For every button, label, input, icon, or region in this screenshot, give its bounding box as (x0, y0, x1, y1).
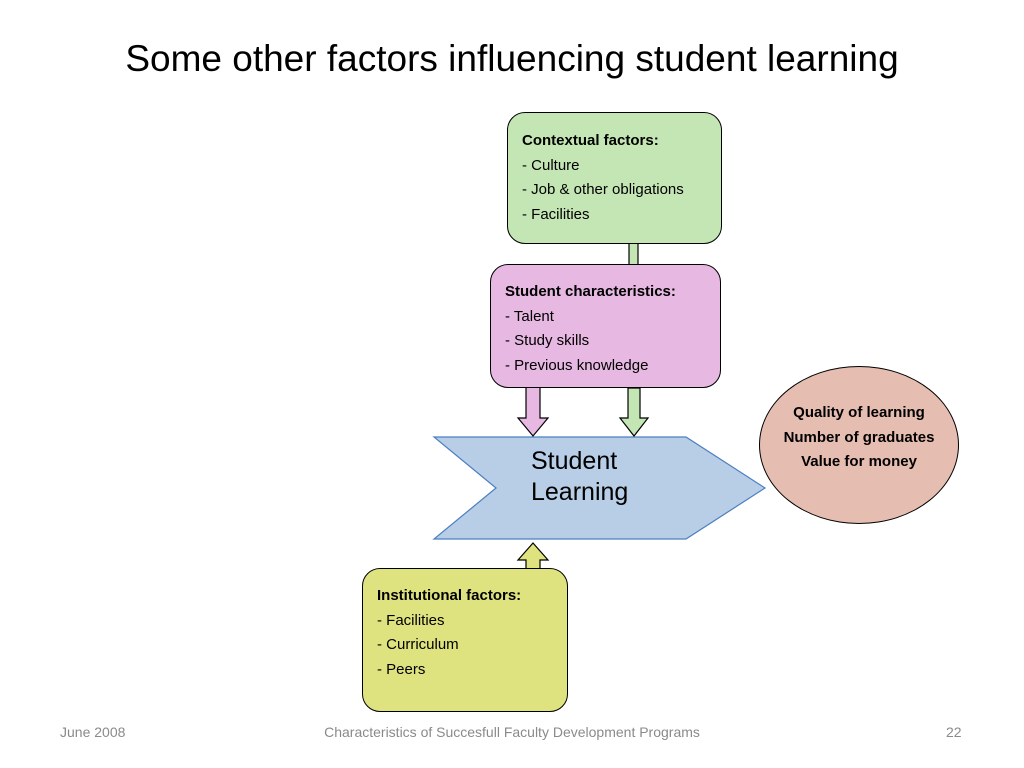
student-characteristic-item: - Previous knowledge (505, 356, 649, 374)
student-learning-line2: Learning (531, 478, 629, 506)
footer-presentation-title: Characteristics of Succesfull Faculty De… (324, 724, 700, 740)
student-learning-label: Student Learning (531, 446, 628, 508)
student-learning-shape (432, 436, 767, 540)
institutional-factor-item: - Curriculum (377, 636, 459, 653)
contextual-factors-heading: Contextual factors: (522, 132, 659, 149)
contextual-factors-box: Contextual factors: - Culture - Job & ot… (507, 112, 722, 244)
footer-date: June 2008 (60, 724, 126, 740)
footer-page-number: 22 (946, 724, 962, 740)
institutional-factors-heading: Institutional factors: (377, 587, 522, 604)
contextual-arrow (618, 387, 650, 437)
student-characteristics-heading: Student characteristics: (505, 283, 676, 300)
outcome-item: Value for money (801, 453, 917, 471)
institutional-factor-item: - Peers (377, 660, 426, 678)
student-arrow (516, 384, 550, 437)
contextual-factor-item: - Facilities (522, 205, 590, 223)
institutional-factors-box: Institutional factors: - Facilities - Cu… (362, 568, 568, 712)
outcomes-ellipse: Quality of learning Number of graduates … (759, 366, 959, 524)
institutional-factor-item: - Facilities (377, 611, 445, 629)
contextual-factor-item: - Culture (522, 156, 580, 174)
slide-title: Some other factors influencing student l… (125, 38, 899, 79)
contextual-factor-item: - Job & other obligations (522, 181, 684, 198)
student-learning-line1: Student (531, 447, 618, 475)
student-characteristic-item: - Study skills (505, 332, 590, 349)
outcome-item: Number of graduates (783, 428, 935, 446)
student-characteristics-box: Student characteristics: - Talent - Stud… (490, 264, 721, 388)
student-characteristic-item: - Talent (505, 307, 554, 325)
outcome-item: Quality of learning (793, 404, 925, 422)
